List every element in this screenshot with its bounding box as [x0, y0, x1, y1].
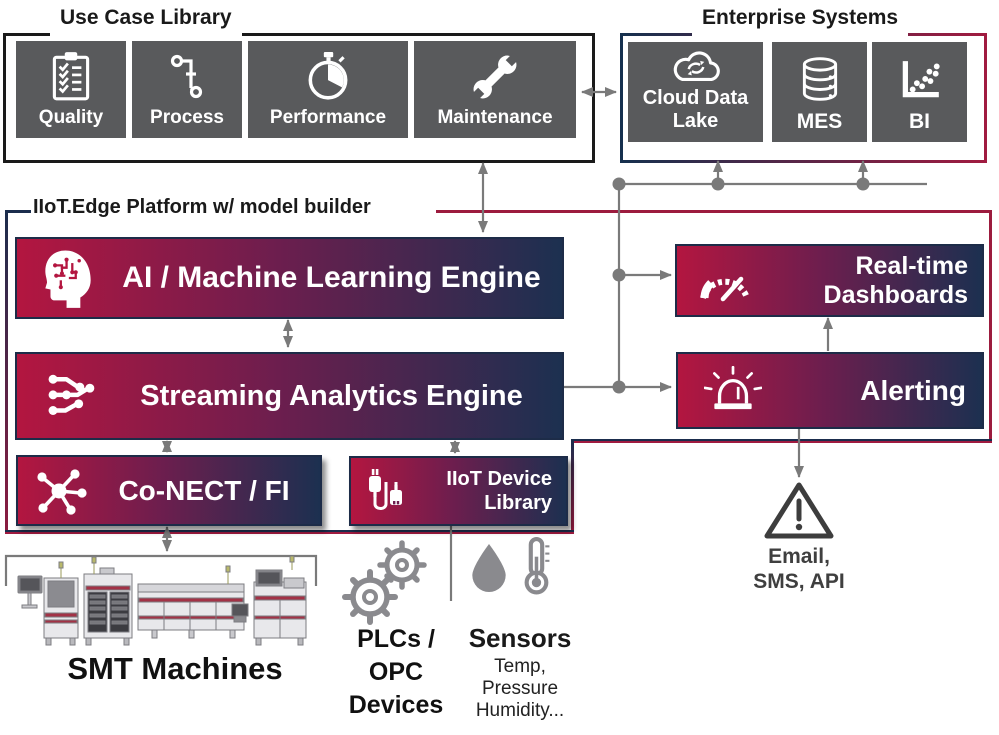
- enterprise-bi: BI: [872, 42, 967, 142]
- enterprise-label: BI: [909, 110, 930, 133]
- streaming-analytics-label: Streaming Analytics Engine: [140, 379, 523, 412]
- notify-line1: Email,: [768, 545, 830, 568]
- plc-line1: PLCs /: [357, 625, 435, 653]
- alerting-label: Alerting: [860, 374, 966, 406]
- platform-border-bottom-right: [571, 439, 992, 443]
- sensors-title: Sensors: [468, 623, 572, 653]
- iiot-device-library-label: IIoT Device Library: [409, 467, 566, 515]
- sensors-sub3: Humidity...: [475, 700, 565, 721]
- sensors-label: Sensors Temp, Pressure Humidity...: [452, 623, 588, 722]
- warning-triangle-icon: [762, 481, 836, 546]
- gears-icon: [342, 536, 444, 635]
- alerting-bar: Alerting: [676, 352, 984, 429]
- platform-border-top: [436, 210, 992, 213]
- iiot-device-library-line2: Library: [484, 492, 552, 514]
- database-icon: [797, 42, 843, 111]
- enterprise-label: MES: [796, 110, 843, 133]
- ai-brain-head-icon: [39, 247, 101, 309]
- circuit-nodes-icon: [43, 371, 101, 421]
- streaming-analytics-bar: Streaming Analytics Engine: [15, 352, 564, 440]
- notification-channels-label: Email, SMS, API: [742, 544, 856, 594]
- usb-connector-icon: [363, 466, 409, 516]
- wrench-icon: [469, 41, 521, 107]
- platform-border-top-left: [5, 210, 31, 213]
- gauge-icon: [695, 258, 755, 304]
- hub-network-icon: [36, 465, 88, 517]
- platform-border-bottom-left: [5, 530, 574, 534]
- use-case-label: Quality: [38, 107, 104, 128]
- platform-title: IIoT.Edge Platform w/ model builder: [33, 196, 379, 219]
- realtime-dashboards-bar: Real-time Dashboards: [675, 244, 984, 317]
- smt-machines-label: SMT Machines: [67, 651, 283, 686]
- use-case-maintenance: Maintenance: [414, 41, 576, 138]
- enterprise-label: Cloud Data Lake: [642, 87, 749, 132]
- plc-opc-label: PLCs / OPC Devices: [340, 623, 452, 722]
- conect-fi-label: Co-NECT / FI: [118, 474, 290, 506]
- droplet-icon: [468, 543, 510, 598]
- sensors-sub1: Temp,: [494, 656, 546, 677]
- scatter-chart-icon: [897, 42, 943, 111]
- stopwatch-icon: [304, 41, 352, 107]
- platform-border-left: [5, 210, 8, 534]
- realtime-line1: Real-time: [855, 251, 968, 280]
- enterprise-mes: MES: [772, 42, 867, 142]
- workflow-icon: [164, 41, 210, 107]
- use-case-library-title: Use Case Library: [50, 6, 242, 40]
- use-case-process: Process: [132, 41, 242, 138]
- use-case-label: Performance: [269, 107, 387, 128]
- use-case-label: Process: [150, 107, 224, 128]
- enterprise-systems-title: Enterprise Systems: [692, 6, 909, 40]
- smt-machines-image: [4, 555, 320, 653]
- conect-fi-bar: Co-NECT / FI: [16, 455, 322, 526]
- plc-line3: Devices: [348, 691, 444, 719]
- notify-line2: SMS, API: [753, 570, 845, 593]
- realtime-line2: Dashboards: [823, 280, 968, 309]
- use-case-quality: Quality: [16, 41, 126, 138]
- sensors-sub2: Pressure: [481, 678, 559, 699]
- platform-border-right: [989, 210, 992, 443]
- platform-border-step: [571, 441, 574, 534]
- realtime-dashboards-label: Real-time Dashboards: [755, 252, 982, 310]
- use-case-label: Maintenance: [437, 107, 553, 128]
- plc-line2: OPC: [368, 658, 424, 686]
- iiot-device-library-line1: IIoT Device: [446, 468, 552, 490]
- ai-ml-engine-bar: AI / Machine Learning Engine: [15, 237, 564, 319]
- use-case-performance: Performance: [248, 41, 408, 138]
- clipboard-checklist-icon: [47, 41, 95, 107]
- cloud-sync-icon: [668, 39, 724, 87]
- iiot-device-library-bar: IIoT Device Library: [349, 456, 568, 526]
- ai-ml-engine-label: AI / Machine Learning Engine: [122, 261, 541, 294]
- siren-icon: [704, 365, 762, 416]
- thermometer-icon: [517, 536, 557, 601]
- enterprise-cloud-data-lake: Cloud Data Lake: [628, 42, 763, 142]
